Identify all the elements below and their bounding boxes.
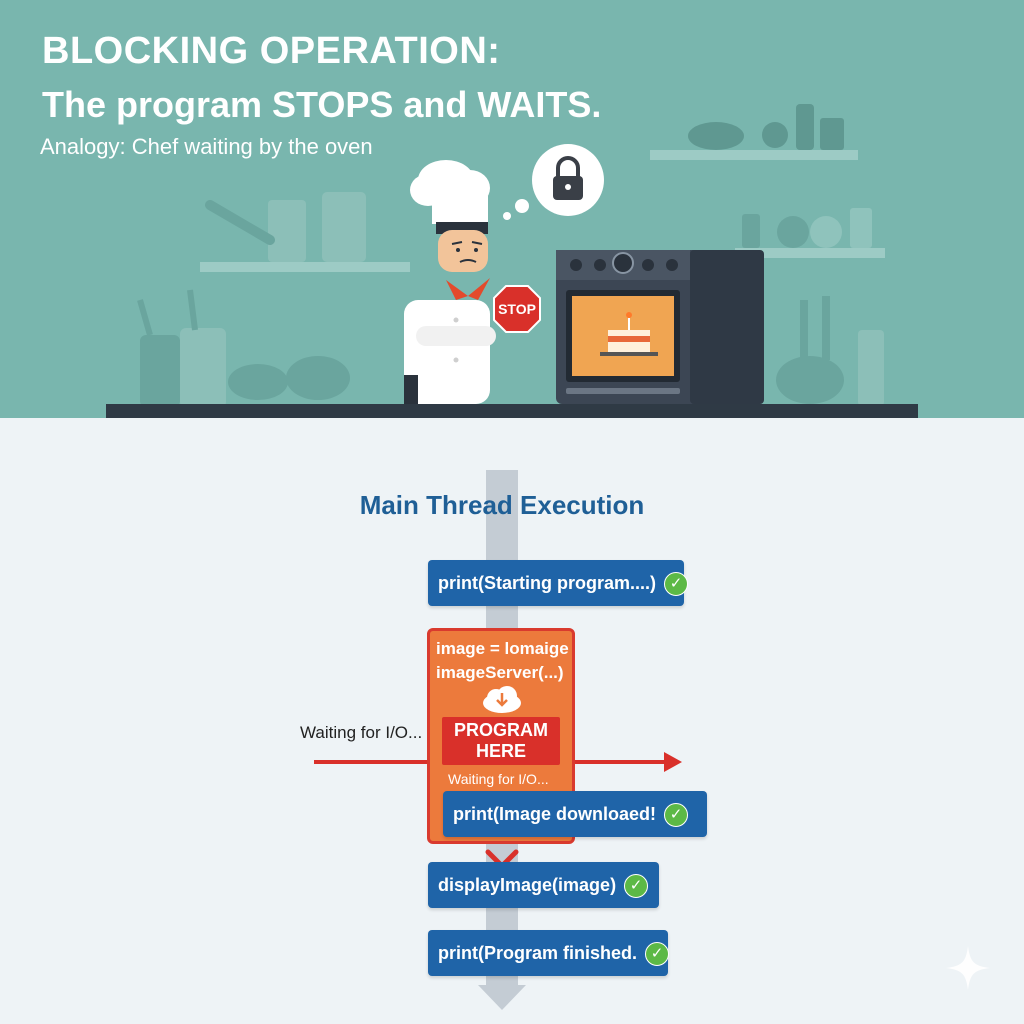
code-text: displayImage(image) [438, 875, 617, 895]
sparkle-icon [946, 946, 990, 990]
code-step: print(Starting program....) ✓ [428, 560, 688, 606]
waiting-io-label: Waiting for I/O... [300, 723, 423, 742]
program-here-badge: PROGRAM HERE [442, 717, 560, 765]
shelf-right-top [650, 150, 858, 160]
kitchen-scene: STOP [106, 104, 918, 418]
utensil-holder-icon [140, 335, 180, 407]
badge-line: HERE [475, 741, 526, 761]
canister-icon [820, 118, 844, 150]
code-step: print(Image downloaed! ✓ [443, 791, 707, 837]
flow-title: Main Thread Execution [359, 490, 645, 520]
badge-line: PROGRAM [454, 720, 548, 740]
code-line: imageServer(...) [436, 663, 564, 682]
bottle-icon [796, 104, 814, 150]
bowl-icon [228, 364, 288, 400]
pot-icon [268, 200, 306, 262]
bowl-icon [688, 122, 744, 150]
page-title: BLOCKING OPERATION: [42, 30, 501, 72]
pot-icon [322, 192, 366, 262]
check-icon: ✓ [645, 942, 670, 967]
bottle-icon [858, 330, 884, 406]
stop-sign-icon: STOP [493, 285, 541, 333]
check-icon: ✓ [664, 572, 688, 597]
waiting-io-text: Waiting for I/O... [448, 771, 549, 787]
stop-label: STOP [498, 301, 536, 317]
page-subtitle: The program STOPS and WAITS. [42, 84, 602, 125]
code-step: print(Program finished. ✓ [428, 930, 670, 976]
code-text: print(Image downloaed! [453, 804, 657, 824]
check-icon: ✓ [664, 803, 689, 828]
shelf-left [200, 262, 410, 272]
cloud-download-icon [483, 686, 521, 713]
chef-icon [404, 160, 496, 404]
counter [106, 404, 918, 418]
thread-arrow-head [478, 985, 526, 1010]
check-icon: ✓ [624, 874, 649, 899]
code-step: displayImage(image) ✓ [428, 862, 659, 908]
code-line: image = lomaige [436, 639, 569, 658]
code-text: print(Starting program....) [438, 573, 656, 593]
oven-icon [556, 250, 764, 404]
pan-handle [205, 200, 275, 245]
code-text: print(Program finished. [438, 943, 638, 963]
header-illustration: STOP BLOCKING OPERATION: The program STO… [0, 0, 1024, 418]
jar-icon [762, 122, 788, 148]
lock-icon [553, 156, 583, 200]
analogy-text: Analogy: Chef waiting by the oven [40, 134, 373, 159]
blocking-code: image = lomaige imageServer(...) [436, 637, 572, 685]
shelf-right-mid [735, 248, 885, 258]
io-arrow-head [664, 752, 682, 772]
